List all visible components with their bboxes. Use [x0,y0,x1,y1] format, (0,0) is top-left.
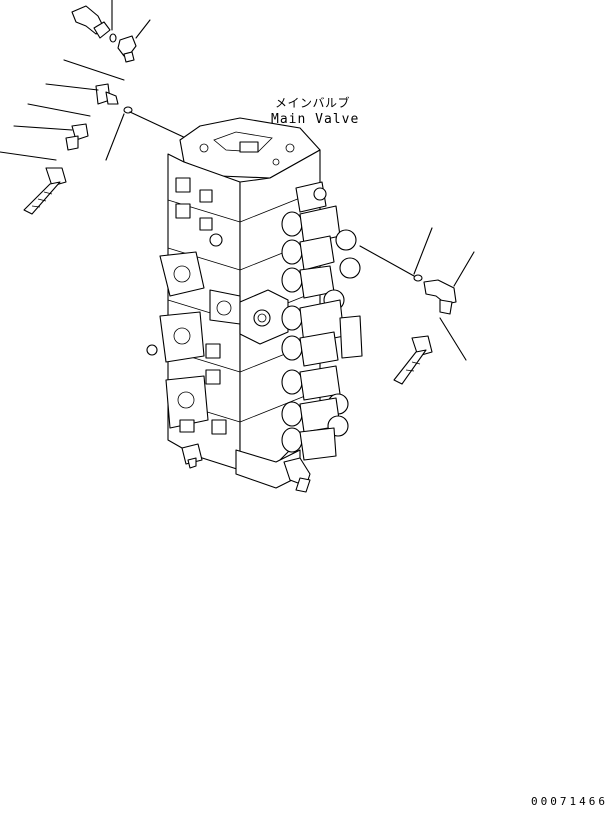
leader-line-3 [0,151,57,161]
main-valve-label-jp: メインバルブ [275,96,351,110]
fitting-union [45,83,119,105]
fitting-elbow-top [71,0,113,39]
spool-caps [281,181,363,461]
leader-line-2 [27,103,91,117]
fitting-elbow-right [423,251,475,315]
left-side-ports [146,177,241,469]
fitting-adapter [13,123,89,151]
fitting-elbow-2 [117,19,151,63]
o-ring-middle [105,106,133,161]
leader-line-right-bolt [439,317,467,361]
leader-line-right-main [359,245,415,277]
o-ring-top [109,33,117,43]
main-valve-label-en: Main Valve [271,112,360,127]
bolt-left [23,167,67,215]
bottom-plug [283,457,311,493]
front-port-block [239,289,289,345]
leader-line-1 [63,59,125,81]
bolt-right [393,335,433,385]
leader-line-main [129,111,191,141]
o-ring-right [413,227,433,282]
drawing-number: 00071466 [531,795,608,808]
